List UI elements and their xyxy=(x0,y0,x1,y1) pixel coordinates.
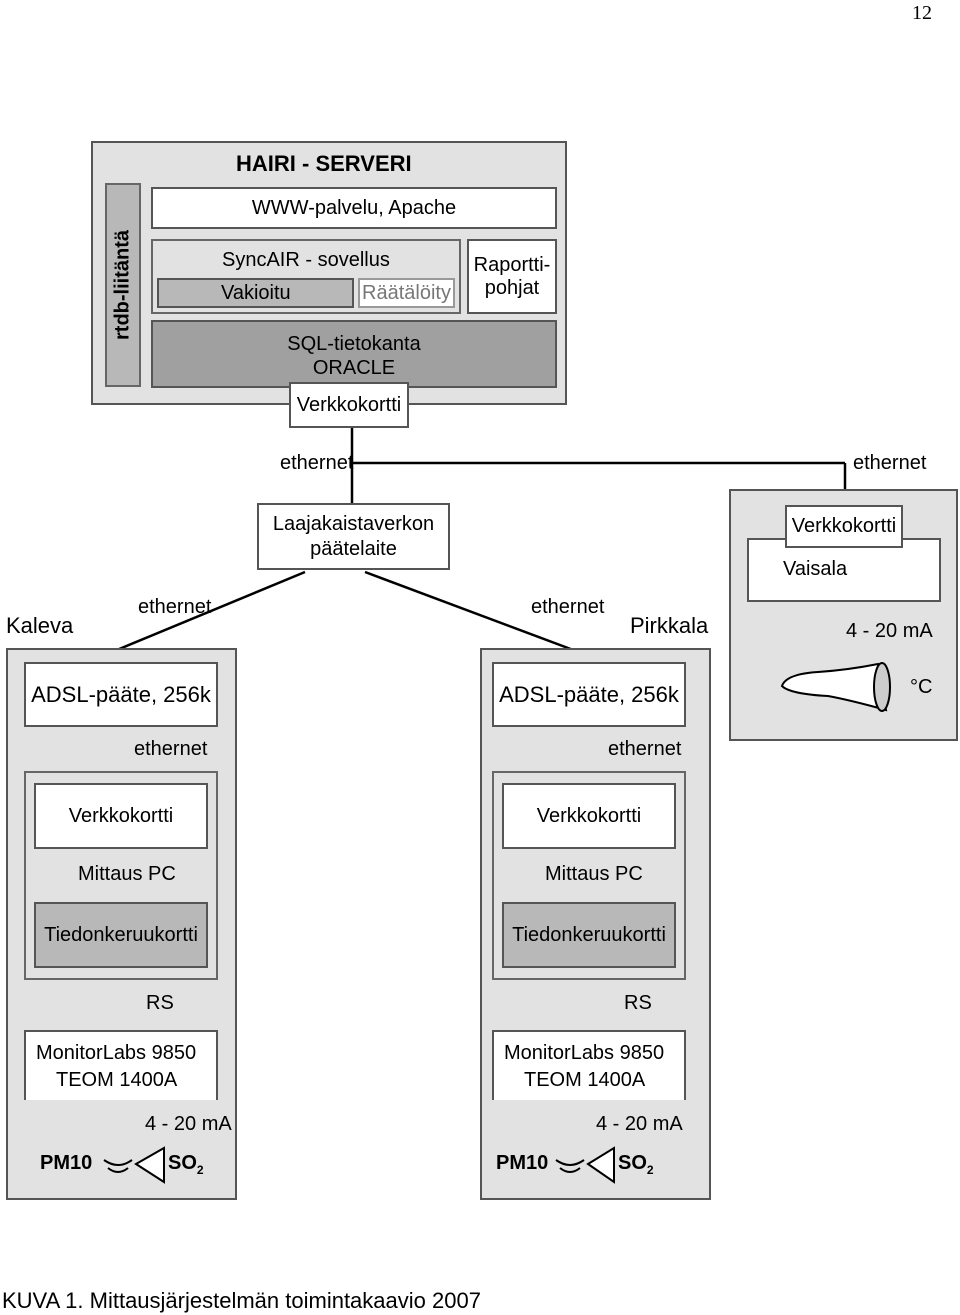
pirkkala-so-text: SO xyxy=(618,1152,647,1174)
pirkkala-verkkokortti-label: Verkkokortti xyxy=(536,804,642,827)
raportti-box: Raportti- pohjat xyxy=(467,239,557,314)
raataloity-box: Räätälöity xyxy=(358,278,455,308)
server-verkkokortti-label: Verkkokortti xyxy=(296,393,402,416)
kaleva-verkkokortti-box: Verkkokortti xyxy=(34,783,208,849)
kaleva-so2-label: SO2 xyxy=(168,1152,204,1177)
pirkkala-card-label: Tiedonkeruukortti xyxy=(512,923,666,946)
router-label-1: Laajakaistaverkon xyxy=(272,512,435,535)
pirkkala-ethernet-inner-label: ethernet xyxy=(608,738,682,760)
kaleva-pc-label: Mittaus PC xyxy=(78,863,176,885)
vaisala-signal-label: 4 - 20 mA xyxy=(846,620,933,642)
pirkkala-rs-label: RS xyxy=(624,992,652,1014)
ethernet-label-left: ethernet xyxy=(280,452,354,474)
kaleva-rs-label: RS xyxy=(146,992,174,1014)
vaisala-unit-label: °C xyxy=(910,676,933,698)
kaleva-adsl-box: ADSL-pääte, 256k xyxy=(24,662,218,727)
kaleva-verkkokortti-label: Verkkokortti xyxy=(68,804,174,827)
kaleva-pm10-label: PM10 xyxy=(40,1152,93,1174)
rtdb-box xyxy=(105,183,141,387)
pirkkala-pc-label: Mittaus PC xyxy=(545,863,643,885)
sql-label-1: SQL-tietokanta xyxy=(287,333,421,355)
kaleva-analyzer-box xyxy=(24,1030,218,1100)
rtdb-label: rtdb-liitäntä xyxy=(111,230,134,340)
raportti-label-2: pohjat xyxy=(484,276,540,299)
kaleva-analyzer-label-2: TEOM 1400A xyxy=(56,1069,178,1091)
kaleva-ethernet-top-label: ethernet xyxy=(138,596,212,618)
router-box: Laajakaistaverkon päätelaite xyxy=(257,503,450,570)
figure-caption: KUVA 1. Mittausjärjestelmän toimintakaav… xyxy=(2,1288,481,1313)
kaleva-analyzer-label-1: MonitorLabs 9850 xyxy=(36,1042,197,1064)
pirkkala-ethernet-top-label: ethernet xyxy=(531,596,605,618)
sql-label-2: ORACLE xyxy=(312,357,396,379)
raportti-label-1: Raportti- xyxy=(473,253,551,276)
page-number: 12 xyxy=(912,2,932,24)
pirkkala-so-subscript: 2 xyxy=(646,1163,654,1177)
pirkkala-adsl-label: ADSL-pääte, 256k xyxy=(499,681,679,707)
pirkkala-so2-label: SO2 xyxy=(618,1152,654,1177)
pirkkala-signal-label: 4 - 20 mA xyxy=(596,1113,683,1135)
pirkkala-analyzer-label-2: TEOM 1400A xyxy=(524,1069,646,1091)
kaleva-signal-label: 4 - 20 mA xyxy=(145,1113,232,1135)
kaleva-so-text: SO xyxy=(168,1152,197,1174)
vaisala-label: Vaisala xyxy=(783,558,848,580)
vaisala-box xyxy=(747,538,941,602)
kaleva-so-subscript: 2 xyxy=(196,1163,204,1177)
router-to-kaleva-line xyxy=(111,570,306,654)
syncair-label: SyncAIR - sovellus xyxy=(222,249,390,271)
kaleva-card-box: Tiedonkeruukortti xyxy=(34,902,208,968)
pirkkala-analyzer-label-1: MonitorLabs 9850 xyxy=(504,1042,665,1064)
kaleva-card-label: Tiedonkeruukortti xyxy=(44,923,198,946)
router-to-pirkkala-line xyxy=(364,570,593,659)
raataloity-label: Räätälöity xyxy=(362,281,451,304)
pirkkala-analyzer-box xyxy=(492,1030,686,1100)
vaisala-verkkokortti-label: Verkkokortti xyxy=(791,515,897,537)
pirkkala-verkkokortti-box: Verkkokortti xyxy=(502,783,676,849)
kaleva-adsl-label: ADSL-pääte, 256k xyxy=(31,681,211,707)
pirkkala-card-box: Tiedonkeruukortti xyxy=(502,902,676,968)
www-box: WWW-palvelu, Apache xyxy=(151,187,557,229)
vakioitu-box: Vakioitu xyxy=(157,278,354,308)
ethernet-label-right: ethernet xyxy=(853,452,927,474)
kaleva-station-name: Kaleva xyxy=(6,613,74,638)
server-verkkokortti-box: Verkkokortti xyxy=(289,382,409,428)
pirkkala-pm10-label: PM10 xyxy=(496,1152,549,1174)
sql-box: SQL-tietokanta ORACLE xyxy=(151,320,557,388)
server-title: HAIRI - SERVERI xyxy=(236,151,412,176)
vakioitu-label: Vakioitu xyxy=(221,281,291,304)
kaleva-ethernet-inner-label: ethernet xyxy=(134,738,208,760)
pirkkala-station-name: Pirkkala xyxy=(630,613,709,638)
vaisala-verkkokortti-box: Verkkokortti xyxy=(785,505,903,548)
www-label: WWW-palvelu, Apache xyxy=(251,196,457,219)
pirkkala-adsl-box: ADSL-pääte, 256k xyxy=(492,662,686,727)
router-label-2: päätelaite xyxy=(310,537,397,560)
